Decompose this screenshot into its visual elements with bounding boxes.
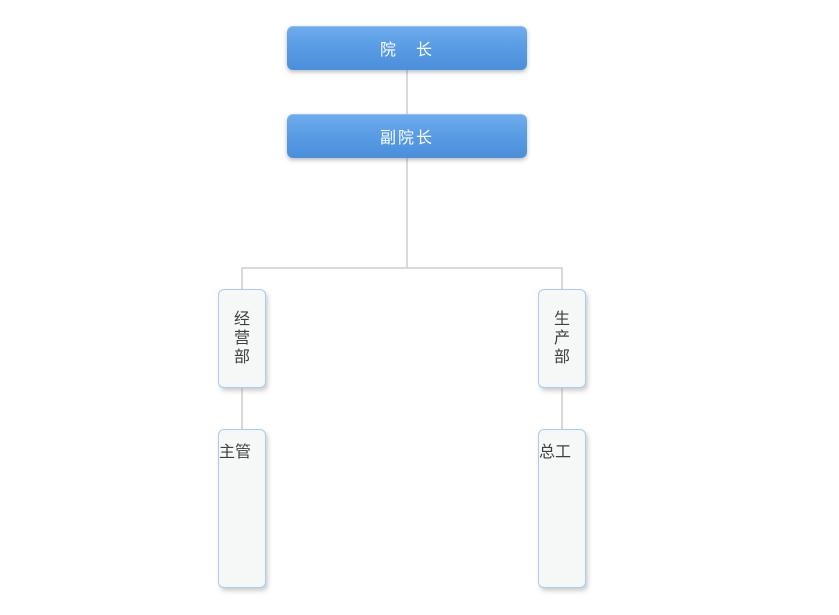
org-node-vice-director-label: 副院长: [379, 130, 434, 147]
connector-business-supervisor: [241, 388, 243, 429]
connector-stub-production: [561, 267, 563, 289]
org-node-business-dept: 经营部: [218, 289, 266, 388]
org-node-vice-director: 副院长: [287, 114, 527, 158]
org-node-director: 院 长: [287, 26, 527, 70]
org-node-chief-engineer: 总工: [538, 429, 586, 588]
org-node-supervisor-label: 主管: [219, 444, 252, 461]
org-node-business-dept-label: 经营部: [234, 311, 251, 366]
connector-branch-horizontal: [241, 267, 563, 269]
org-node-supervisor: 主管: [218, 429, 266, 588]
connector-director-vice: [406, 70, 408, 114]
connector-production-chief: [561, 388, 563, 429]
org-node-chief-engineer-label: 总工: [539, 444, 572, 461]
connector-vice-branch: [406, 158, 408, 268]
org-node-director-label: 院 长: [379, 42, 434, 59]
org-node-production-dept: 生产部: [538, 289, 586, 388]
org-node-production-dept-label: 生产部: [554, 311, 571, 366]
connector-stub-business: [241, 267, 243, 289]
